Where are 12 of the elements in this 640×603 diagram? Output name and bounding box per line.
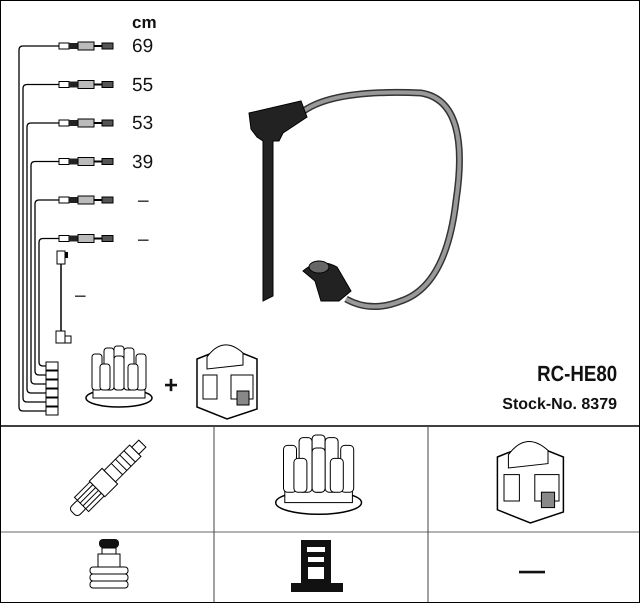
length-value: 55 [132, 76, 154, 95]
length-value: 53 [132, 114, 154, 133]
stock-number: Stock-No. 8379 [502, 397, 617, 413]
length-value: – [75, 286, 86, 305]
length-value: 39 [132, 153, 154, 172]
length-value: – [138, 191, 149, 210]
length-value: – [138, 230, 149, 249]
unit-label: cm [132, 14, 157, 31]
not-applicable-dash: — [519, 557, 545, 583]
part-number: RC-HE80 [536, 363, 617, 385]
length-value: 69 [132, 37, 154, 56]
plus-sign: + [164, 374, 178, 398]
